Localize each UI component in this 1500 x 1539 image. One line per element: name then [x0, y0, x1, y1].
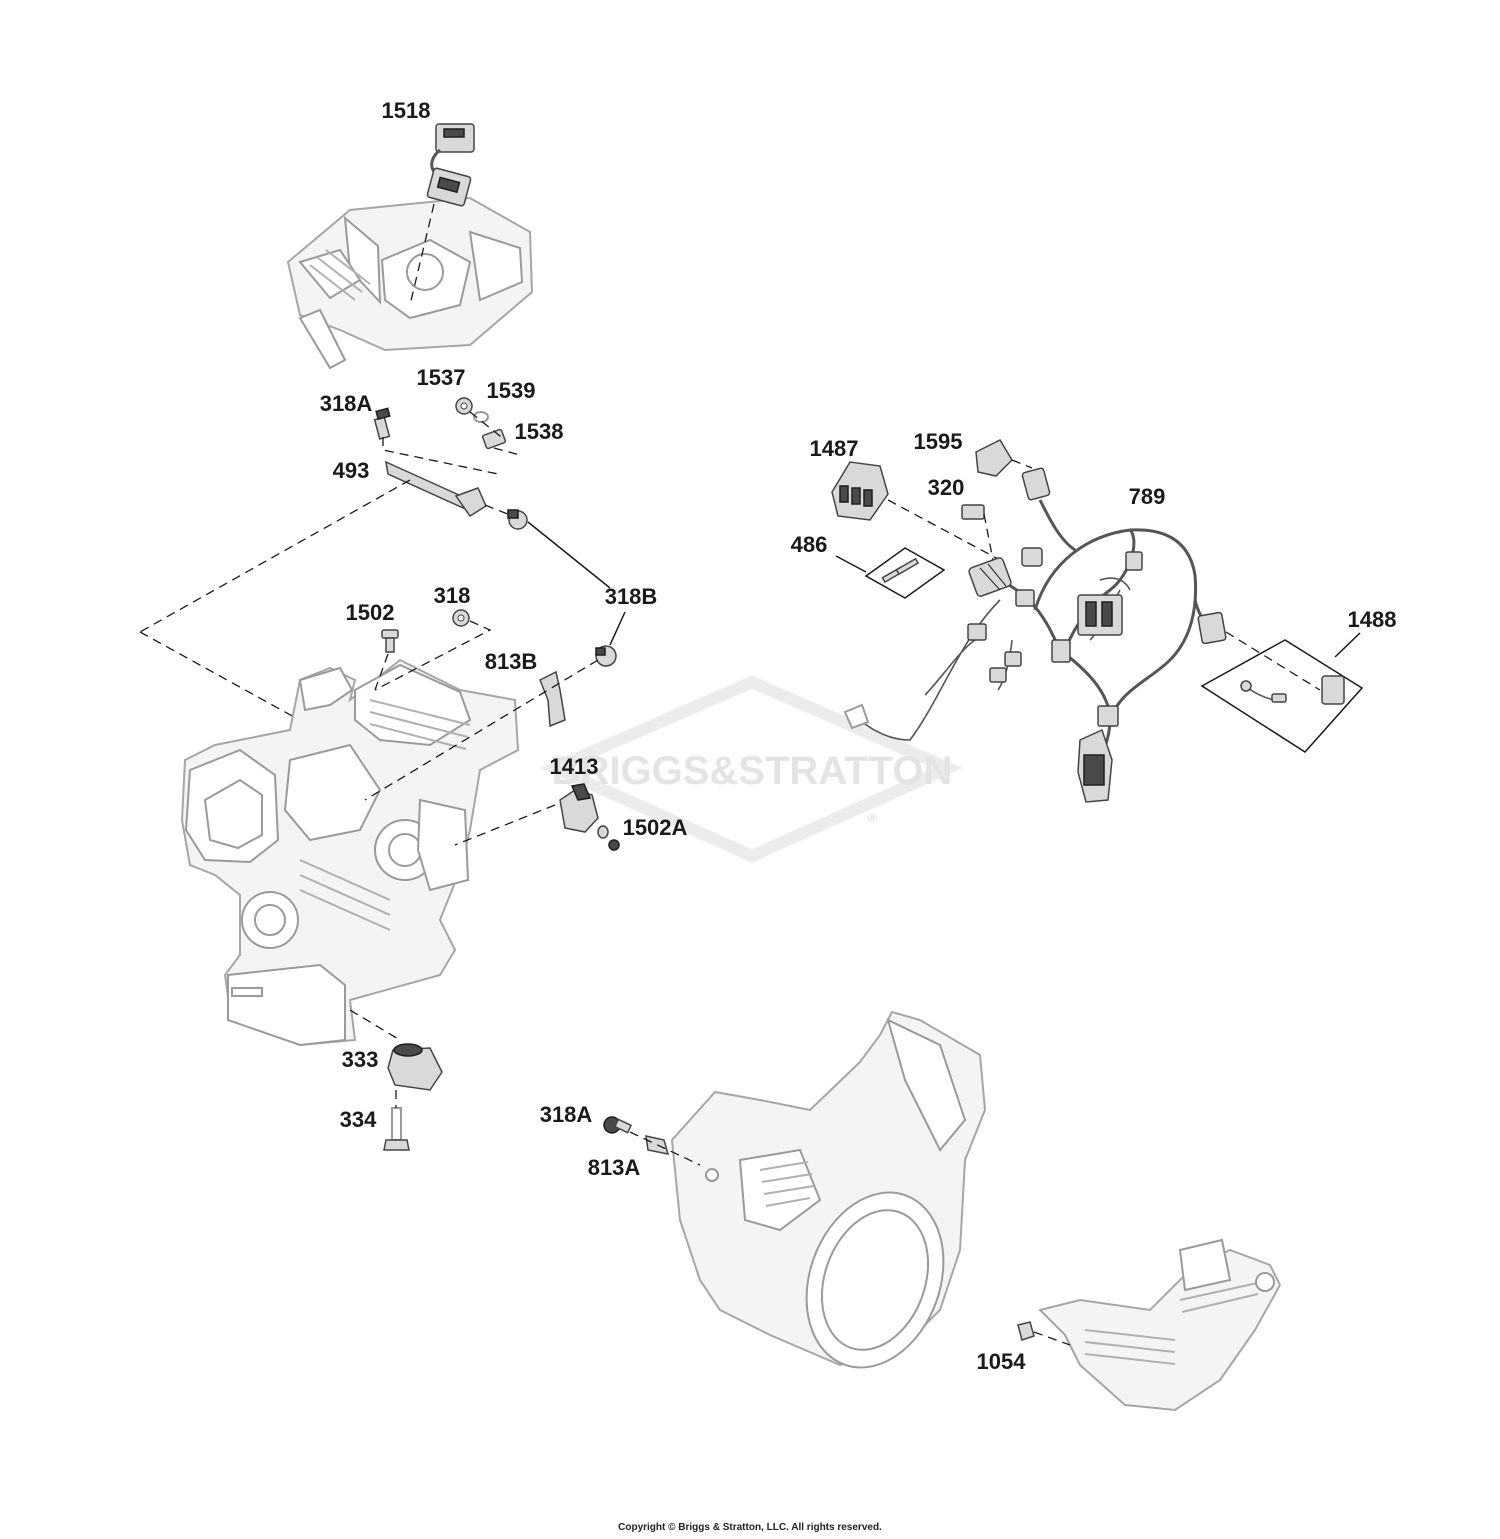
callout-813A: 813A	[588, 1155, 641, 1180]
dash-1537-1539	[469, 411, 506, 441]
nut-318	[452, 609, 470, 627]
dash-1488	[1225, 631, 1321, 691]
callout-318: 318	[434, 583, 471, 608]
bolt-1502	[381, 629, 399, 653]
watermark-trademark: ®	[868, 811, 877, 825]
dash-1595	[1011, 459, 1033, 469]
callout-1518: 1518	[382, 98, 431, 123]
fuse-kit-486	[864, 547, 946, 599]
nut-1537	[455, 397, 473, 415]
fuse-320	[961, 504, 985, 520]
callout-493: 493	[333, 458, 370, 483]
callout-333: 333	[342, 1047, 379, 1072]
dash-318	[374, 620, 492, 691]
dash-333	[349, 1009, 401, 1041]
dash-1413	[454, 804, 556, 846]
sensor-kit-1488	[1200, 639, 1364, 753]
callout-1538: 1538	[515, 419, 564, 444]
wiring-harness-789	[843, 467, 1227, 803]
copyright-footer: Copyright © Briggs & Stratton, LLC. All …	[618, 1522, 882, 1533]
leader-318B-upper	[527, 521, 611, 589]
callout-1488: 1488	[1348, 607, 1397, 632]
callout-1537: 1537	[417, 365, 466, 390]
nut-318B-upper	[507, 509, 528, 530]
dash-318A-bracket	[382, 437, 499, 475]
callout-1502A: 1502A	[623, 815, 688, 840]
callout-318B: 318B	[605, 584, 658, 609]
callout-320: 320	[928, 475, 965, 500]
dash-1502	[374, 653, 389, 691]
coil-333	[387, 1043, 443, 1091]
dash-engine-left	[139, 631, 306, 724]
connector-1595	[975, 439, 1013, 477]
callout-486: 486	[791, 532, 828, 557]
bolt-318A-bottom	[603, 1116, 633, 1134]
shroud-lower-right	[1038, 1238, 1282, 1412]
nut-318B-lower	[595, 645, 617, 667]
dash-318A-813A	[629, 1131, 701, 1166]
sensor-1413	[559, 783, 599, 833]
dash-1518	[409, 203, 435, 306]
dash-1538	[493, 447, 521, 456]
callout-813B: 813B	[485, 649, 538, 674]
dash-1054	[1033, 1331, 1071, 1346]
dash-493-nut	[484, 504, 511, 516]
leader-1488	[1334, 632, 1361, 658]
callout-1539: 1539	[487, 378, 536, 403]
blower-shroud-bottom	[670, 1010, 987, 1369]
leader-486	[835, 555, 867, 573]
callout-1413: 1413	[550, 754, 599, 779]
dash-1487	[887, 499, 1001, 561]
callout-789: 789	[1129, 484, 1166, 509]
bracket-493	[385, 460, 487, 518]
bolt-318A-top	[373, 407, 391, 440]
engine-block	[180, 658, 520, 1047]
blower-housing-top	[286, 196, 534, 370]
dash-bracket-long	[139, 479, 411, 633]
dash-320	[983, 513, 994, 561]
dash-813B	[364, 659, 599, 801]
relay-1487	[831, 461, 889, 521]
watermark-text: BRIGGS&STRATTON	[552, 749, 953, 793]
leader-318B-lower	[609, 611, 626, 646]
clip-1054	[1017, 1321, 1035, 1341]
clip-813B	[539, 670, 566, 728]
brand-watermark: BRIGGS&STRATTON ®	[540, 675, 963, 863]
washer-1539	[473, 411, 489, 423]
callout-318A-top: 318A	[320, 391, 373, 416]
callout-334: 334	[340, 1107, 377, 1132]
sensor-1538	[482, 428, 506, 450]
bolt-334	[383, 1107, 410, 1151]
clip-813A	[645, 1135, 670, 1155]
callout-1054: 1054	[977, 1349, 1027, 1374]
callout-318A-bottom: 318A	[540, 1102, 593, 1127]
bolt-1502A	[597, 825, 620, 851]
controller-module-1518	[426, 123, 475, 207]
callout-1595: 1595	[914, 429, 963, 454]
callout-1487: 1487	[810, 436, 859, 461]
callout-1502: 1502	[346, 600, 395, 625]
